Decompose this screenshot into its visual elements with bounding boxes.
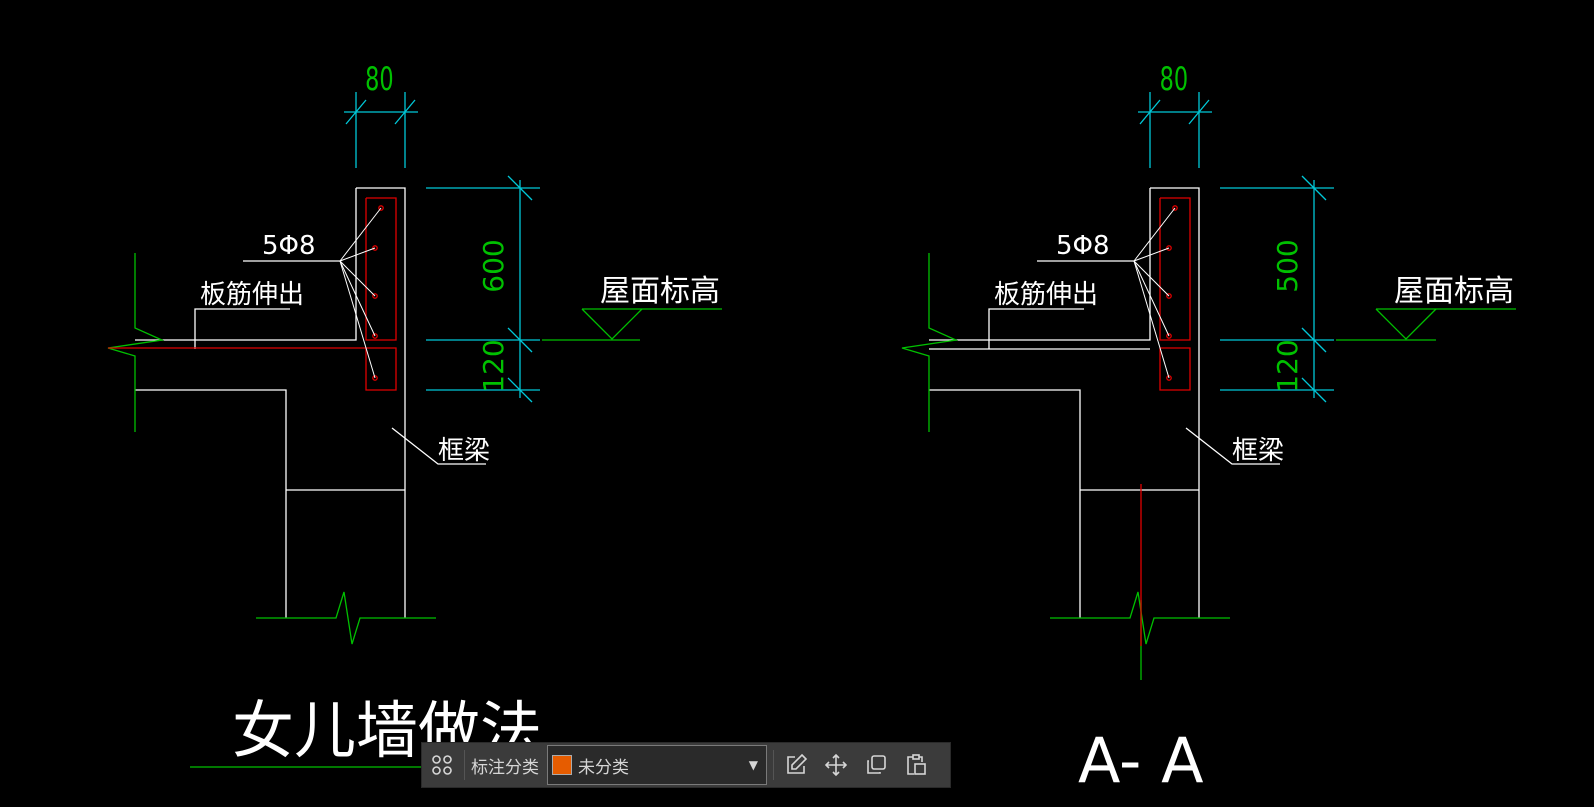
chevron-down-icon: ▼ <box>748 758 758 772</box>
category-value: 未分类 <box>578 757 629 778</box>
height-dim-text: 600 <box>477 239 510 292</box>
rebar-right <box>1140 197 1191 646</box>
break-lines-left <box>107 253 436 645</box>
move-icon[interactable] <box>816 745 856 785</box>
parapet-detail-right <box>901 92 1516 680</box>
rebar-left <box>108 197 397 391</box>
elevation-marker-left <box>542 308 722 341</box>
category-select[interactable]: 未分类 ▼ <box>547 745 767 785</box>
caption-text: A- A <box>1078 724 1204 797</box>
dim-height-right <box>1220 175 1334 403</box>
edit-icon[interactable] <box>776 745 816 785</box>
slab-dim-text: 120 <box>477 339 510 392</box>
elevation-label-text: 屋面标高 <box>1394 274 1514 309</box>
elevation-label-text: 屋面标高 <box>600 274 720 309</box>
category-color-swatch <box>552 755 572 775</box>
toolbar-divider <box>464 750 465 780</box>
outline-right <box>929 187 1280 618</box>
beam-label-text: 框梁 <box>438 436 490 466</box>
toolbar-divider <box>773 750 774 780</box>
slab-bar-label-text: 板筋伸出 <box>994 280 1098 310</box>
paste-icon[interactable] <box>896 745 936 785</box>
outline-left <box>135 187 486 618</box>
height-dim-text: 500 <box>1271 239 1304 292</box>
slab-bar-label-text: 板筋伸出 <box>200 280 304 310</box>
break-lines-right <box>901 253 1230 680</box>
slab-dim-text: 120 <box>1271 339 1304 392</box>
width-dim-text: 80 <box>365 60 393 98</box>
width-dim-text: 80 <box>1160 60 1188 98</box>
leader-lines-right <box>1133 207 1176 379</box>
leader-lines-left <box>339 207 382 379</box>
copy-icon[interactable] <box>856 745 896 785</box>
parapet-detail-left <box>107 92 722 768</box>
rebar-label-text: 5Φ8 <box>1056 231 1110 261</box>
beam-label-text: 框梁 <box>1232 436 1284 466</box>
category-label: 标注分类 <box>471 757 539 778</box>
labels-right: 80 500 120 5Φ8 板筋伸出 屋面标高 框梁 A- A <box>994 60 1514 797</box>
dim-height-left <box>426 175 540 403</box>
dim-width-left <box>344 92 418 168</box>
grid-menu-icon[interactable] <box>422 745 462 785</box>
rebar-label-text: 5Φ8 <box>262 231 316 261</box>
elevation-marker-right <box>1336 308 1516 341</box>
annotation-toolbar: 标注分类 未分类 ▼ <box>421 742 951 788</box>
dim-width-right <box>1138 92 1212 168</box>
labels-left: 80 600 120 5Φ8 板筋伸出 屋面标高 框梁 女儿墙做法 <box>200 60 720 767</box>
